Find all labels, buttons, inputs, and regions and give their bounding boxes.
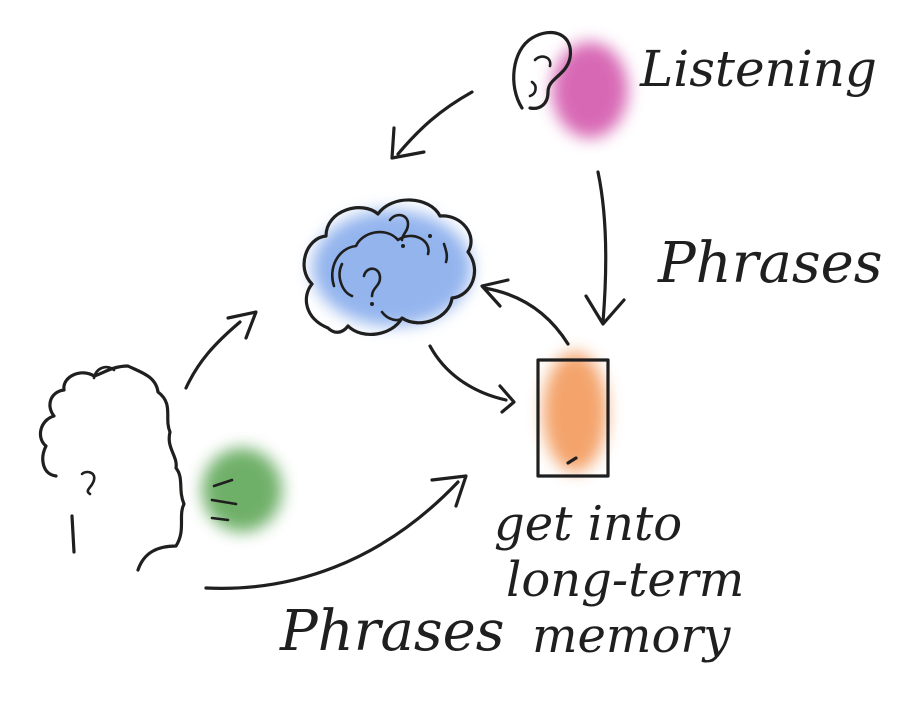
- phrases-label-bottom: Phrases: [279, 599, 505, 664]
- memory-box-icon: [536, 358, 610, 478]
- arrow-ear-to-cloud: [390, 90, 474, 160]
- memory-label-line-2: long-term: [506, 552, 744, 608]
- arrow-head-to-cloud: [184, 310, 258, 390]
- memory-label-line-3: memory: [532, 608, 731, 664]
- head-profile-icon: [38, 364, 186, 572]
- arrow-cloud-to-memory: [428, 344, 516, 414]
- arrow-memory-to-cloud: [480, 278, 570, 346]
- thought-cloud-icon: [302, 198, 477, 336]
- memory-label: get into long-term memory: [494, 496, 744, 664]
- speech-color-blob: [202, 448, 282, 532]
- listening-label: Listening: [639, 40, 877, 98]
- memory-color-blob: [543, 352, 607, 472]
- phrases-label-right: Phrases: [657, 231, 883, 296]
- listening-color-blob: [552, 42, 628, 138]
- arrow-listening-to-memory: [584, 170, 626, 326]
- ear-icon: [512, 30, 573, 110]
- speech-icon: [210, 478, 238, 522]
- arrow-speaking-to-memory: [204, 474, 468, 590]
- memory-label-line-1: get into: [494, 496, 682, 552]
